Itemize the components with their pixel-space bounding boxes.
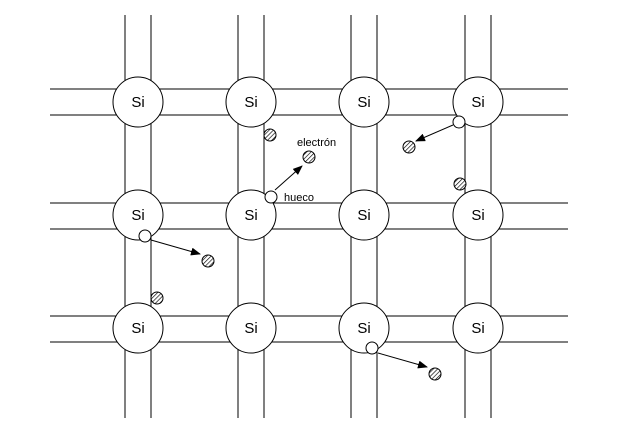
si-atom: Si bbox=[112, 76, 164, 128]
atom-label: Si bbox=[244, 94, 257, 111]
si-atom: Si bbox=[452, 189, 504, 241]
si-atom: Si bbox=[338, 76, 390, 128]
atom-label: Si bbox=[244, 320, 257, 337]
electron-label: electrón bbox=[297, 137, 336, 149]
si-atom: Si bbox=[338, 302, 390, 354]
atom-label: Si bbox=[471, 207, 484, 224]
hole-marker bbox=[138, 229, 152, 243]
atom-label: Si bbox=[357, 94, 370, 111]
arrow bbox=[415, 124, 454, 142]
si-atom: Si bbox=[112, 189, 164, 241]
arrow bbox=[274, 165, 303, 191]
hole-marker bbox=[365, 341, 379, 355]
atom-label: Si bbox=[131, 207, 144, 224]
atom-label: Si bbox=[357, 207, 370, 224]
electron-marker bbox=[453, 177, 467, 191]
electron-marker bbox=[428, 367, 442, 381]
electron-marker bbox=[263, 128, 277, 142]
si-atom: Si bbox=[452, 302, 504, 354]
atom-label: Si bbox=[471, 94, 484, 111]
atom-label: Si bbox=[131, 94, 144, 111]
si-atom: Si bbox=[112, 302, 164, 354]
si-atom: Si bbox=[225, 302, 277, 354]
si-atom: Si bbox=[225, 76, 277, 128]
electron-marker bbox=[402, 140, 416, 154]
electron-marker bbox=[201, 254, 215, 268]
holes bbox=[138, 115, 466, 355]
arrows bbox=[150, 124, 454, 369]
atom-label: Si bbox=[471, 320, 484, 337]
electron-marker bbox=[302, 150, 316, 164]
si-atom: Si bbox=[452, 76, 504, 128]
hole-label: hueco bbox=[284, 192, 314, 204]
electron-marker bbox=[150, 291, 164, 305]
arrow bbox=[377, 352, 428, 369]
si-atom: Si bbox=[338, 189, 390, 241]
atom-label: Si bbox=[357, 320, 370, 337]
electrons bbox=[150, 128, 467, 381]
si-atom: Si bbox=[225, 189, 277, 241]
hole-marker bbox=[264, 190, 278, 204]
arrow bbox=[150, 239, 201, 256]
atom-label: Si bbox=[131, 320, 144, 337]
hole-marker bbox=[452, 115, 466, 129]
atom-label: Si bbox=[244, 207, 257, 224]
